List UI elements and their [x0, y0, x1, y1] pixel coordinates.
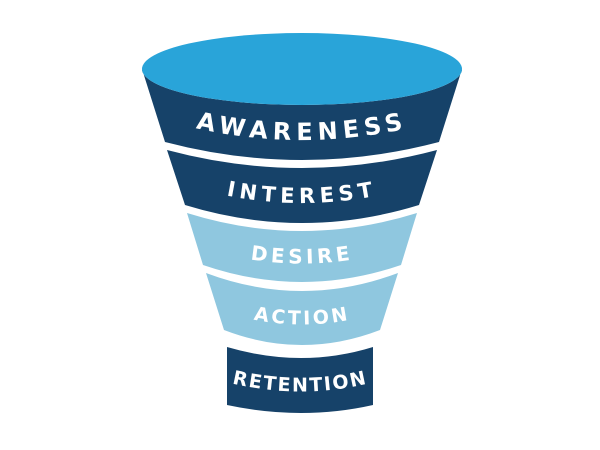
funnel-stage-action — [206, 273, 398, 345]
funnel-top-opening — [142, 33, 462, 105]
funnel-stage-interest — [167, 150, 437, 223]
funnel-stage-retention — [227, 347, 373, 413]
stage-label-desire: DESIRE — [250, 241, 355, 269]
funnel-stage-awareness — [142, 69, 462, 160]
funnel-stage-desire — [187, 213, 417, 282]
